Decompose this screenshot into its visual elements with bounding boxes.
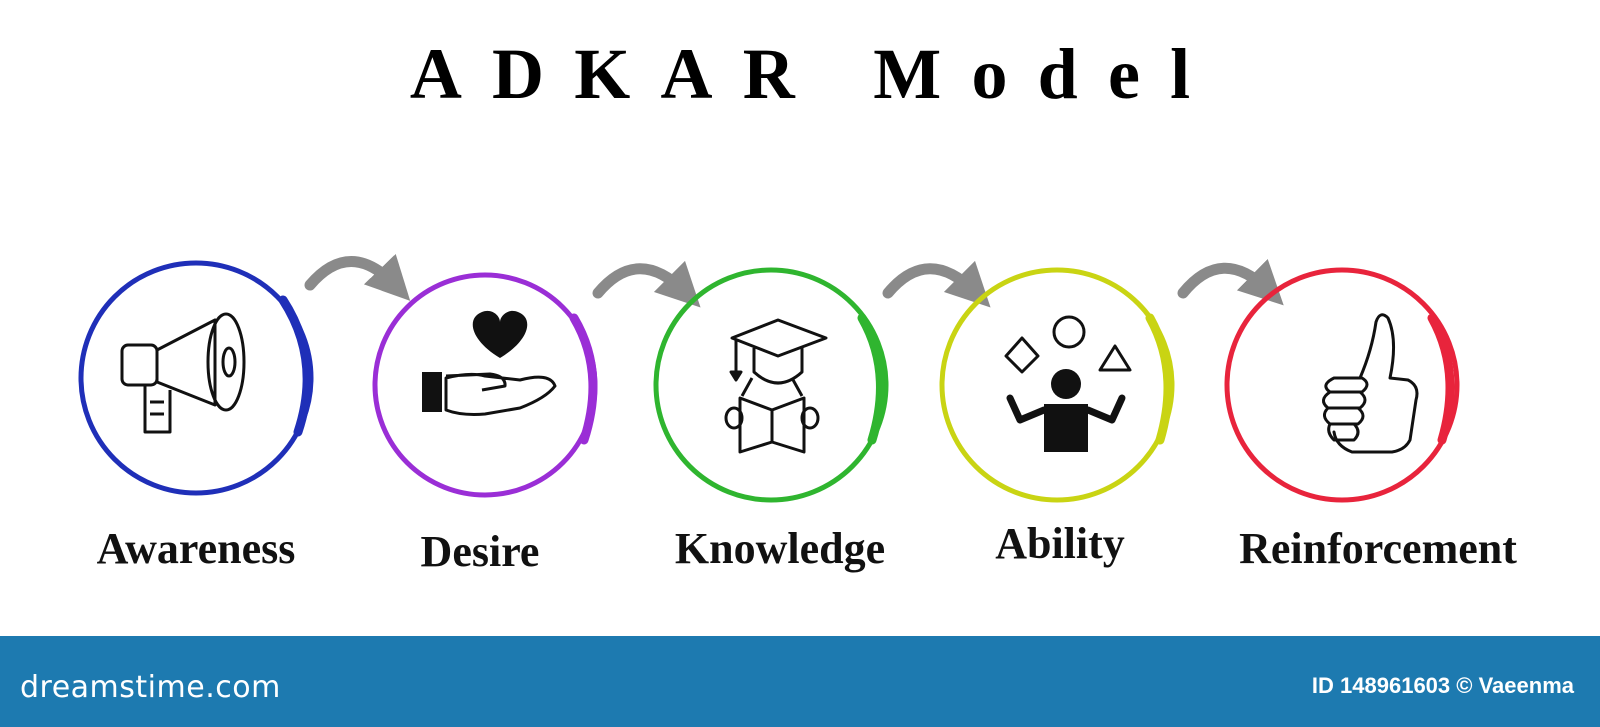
stage-label-knowledge: Knowledge [674, 524, 886, 573]
arrow-ability-to-reinforcement [1177, 258, 1284, 306]
heart-in-hand-icon [422, 310, 557, 416]
adkar-diagram [78, 253, 1460, 503]
circle-desire [372, 272, 598, 498]
watermark-footer: dreamstime.com ID 148961603 © Vaeenma [0, 636, 1600, 727]
arrow-desire-to-knowledge [592, 260, 701, 308]
arrow-awareness-to-desire [304, 253, 411, 301]
megaphone-icon [120, 312, 246, 434]
circle-knowledge [653, 267, 889, 503]
arrow-knowledge-to-ability [882, 260, 991, 308]
circle-reinforcement [1224, 267, 1460, 503]
brush-strokes [278, 295, 1455, 445]
circle-awareness [78, 260, 314, 496]
graduate-reading-icon [724, 318, 828, 454]
juggling-person-icon [1004, 315, 1132, 452]
footer-credit: ID 148961603 © Vaeenma [1311, 673, 1574, 698]
stage-label-awareness: Awareness [96, 524, 296, 573]
flow-arrows [304, 253, 1284, 308]
stage-label-desire: Desire [420, 527, 540, 576]
thumbs-up-icon [1322, 313, 1419, 454]
page-title: ADKAR Model [409, 34, 1221, 114]
footer-brand[interactable]: dreamstime.com [20, 670, 281, 705]
stage-label-reinforcement: Reinforcement [1239, 524, 1517, 573]
stage-label-ability: Ability [995, 519, 1125, 568]
